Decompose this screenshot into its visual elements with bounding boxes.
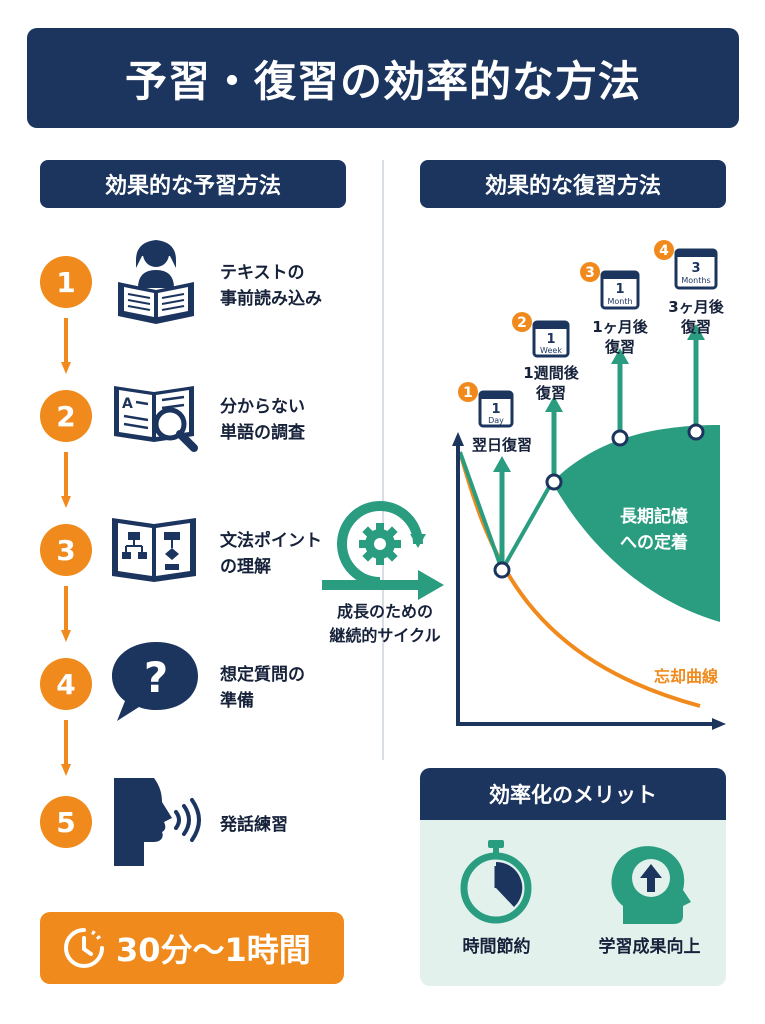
review-3-label-2: 復習 (604, 338, 635, 356)
step-1-number: 1 (40, 256, 92, 308)
review-2-number: 2 (517, 315, 527, 331)
review-points (493, 423, 705, 579)
long-term-memory-area (552, 425, 720, 622)
question-bubble-icon: ? (112, 642, 198, 721)
review-2-label: 1週間後 (523, 364, 579, 382)
review-4-label-2: 復習 (680, 318, 711, 336)
review-3-cal-bottom: Month (607, 297, 632, 306)
step-4-label: 想定質問の 準備 (220, 665, 305, 711)
step-5-label: 発話練習 (220, 815, 288, 835)
review-3-number: 3 (585, 265, 595, 281)
speaking-head-icon (114, 778, 201, 866)
step-arrow-icon (61, 452, 71, 508)
review-4-cal-bottom: Months (681, 276, 710, 285)
step-2-label: 分からない 単語の調査 (220, 397, 305, 443)
step-5-number: 5 (40, 796, 92, 848)
review-1-cal-top: 1 (491, 402, 500, 417)
review-2-number-circle (512, 312, 532, 332)
step-4-number: 4 (40, 658, 92, 710)
prep-time-label: 30分〜1時間 (116, 931, 311, 969)
merit-panel: 効率化のメリット 時間節約 学習成果向上 (420, 768, 726, 986)
svg-text:?: ? (144, 653, 168, 702)
book-diagram-icon (112, 518, 196, 582)
person-reading-icon (118, 240, 194, 324)
step-arrow-icon (61, 720, 71, 776)
step-1-label: テキストの 事前読み込み (220, 263, 322, 309)
review-3-cal-top: 1 (615, 282, 624, 297)
review-2-label-2: 復習 (535, 384, 566, 402)
step-arrow-icon (61, 318, 71, 374)
svg-text:A: A (122, 396, 133, 412)
review-3-label: 1ヶ月後 (592, 318, 648, 336)
review-1-label: 翌日復習 (472, 436, 532, 454)
review-4-label: 3ヶ月後 (668, 298, 724, 316)
memory-area-label: 長期記憶 (620, 506, 688, 527)
growth-cycle-icon (322, 501, 444, 600)
review-1-cal-bottom: Day (488, 416, 504, 425)
step-arrow-icon (61, 586, 71, 642)
step-3-number: 3 (40, 524, 92, 576)
merit-item-label: 学習成果向上 (598, 937, 701, 957)
review-1-number-circle (458, 382, 478, 402)
review-4-number-circle (654, 240, 674, 260)
merit-item-results: 学習成果向上 (573, 820, 726, 986)
forgetting-curve-line (458, 451, 701, 708)
page-title: 予習・復習の効率的な方法 (27, 28, 739, 128)
review-2-cal-top: 1 (546, 332, 555, 347)
step-2-number: 2 (40, 390, 92, 442)
merit-header: 効率化のメリット (420, 768, 726, 820)
review-1-number: 1 (463, 385, 473, 401)
prep-time-badge: 30分〜1時間 (40, 912, 344, 984)
review-4-number: 4 (659, 243, 669, 259)
merit-item-label: 時間節約 (462, 937, 531, 957)
forgetting-curve-label: 忘却曲線 (654, 667, 718, 686)
forgetting-curve-chart: 1 1 Day 翌日復習 2 1 Week 1週間後 復習 3 1 Month … (452, 240, 726, 730)
step-3-label: 文法ポイント の理解 (220, 531, 322, 577)
clock-icon (64, 928, 104, 968)
chart-axes (456, 440, 720, 726)
head-up-arrow-icon (611, 846, 691, 924)
review-section-header: 効果的な復習方法 (420, 160, 726, 208)
prep-section-header: 効果的な予習方法 (40, 160, 346, 208)
review-3-number-circle (580, 262, 600, 282)
merit-item-time: 時間節約 (420, 820, 573, 986)
stopwatch-icon (460, 840, 532, 924)
review-4-cal-top: 3 (691, 261, 700, 276)
memory-area-label-2: への定着 (620, 532, 688, 553)
cycle-label: 成長のための 継続的サイクル (329, 602, 441, 645)
book-magnifier-icon: A (114, 386, 198, 452)
column-divider (382, 160, 384, 760)
review-2-cal-bottom: Week (540, 346, 562, 355)
